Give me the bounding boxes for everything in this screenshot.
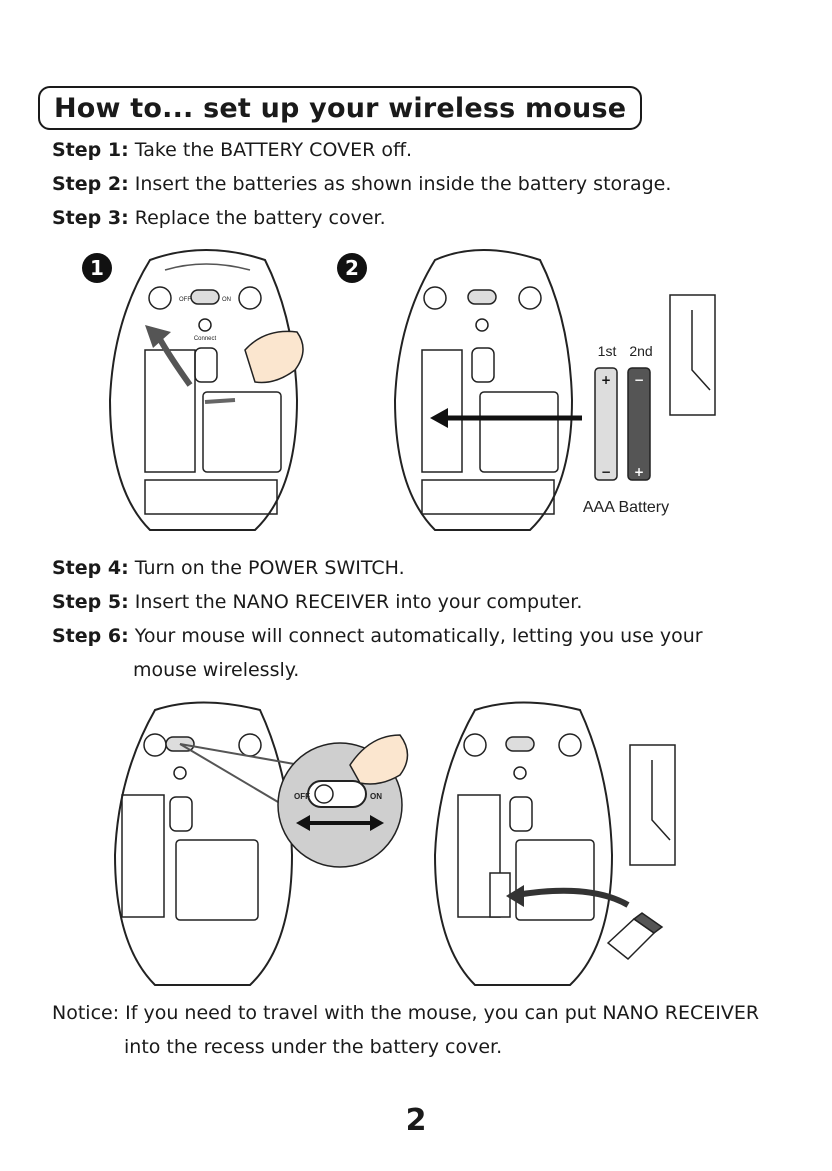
step-2: Step 2: Insert the batteries as shown in…	[52, 167, 671, 201]
steps-list-bottom: Step 4: Turn on the POWER SWITCH. Step 5…	[52, 551, 703, 687]
step-label: Step 2:	[52, 173, 129, 195]
mouse-foot	[148, 286, 172, 310]
page-number: 2	[405, 1103, 427, 1138]
mouse-foot	[518, 286, 542, 310]
connect-button	[475, 318, 489, 332]
sensor	[169, 796, 193, 832]
step-marker-1	[82, 253, 112, 283]
battery-cover	[121, 794, 165, 918]
mouse-body	[433, 701, 614, 986]
figure-nano-receiver	[433, 701, 676, 986]
notice-line-2: into the recess under the battery cover.	[124, 1036, 503, 1058]
battery-cover-tab	[651, 760, 671, 841]
slide-arrowhead-left-icon	[296, 815, 310, 831]
step-text: Insert the batteries as shown inside the…	[134, 173, 672, 195]
step-4: Step 4: Turn on the POWER SWITCH.	[52, 551, 703, 585]
connect-button	[173, 766, 187, 780]
finger-icon	[349, 734, 409, 785]
switch-off-label-zoomed: OFF	[294, 792, 310, 801]
step-text: Your mouse will connect automatically, l…	[134, 625, 703, 647]
mouse-body	[393, 249, 574, 531]
page-title: How to... set up your wireless mouse	[38, 86, 643, 130]
switch-knob	[314, 784, 334, 804]
mouse-body	[108, 249, 299, 531]
mouse-body	[113, 701, 294, 986]
battery-storage	[175, 839, 259, 921]
battery-storage	[515, 839, 595, 921]
step-label: Step 6:	[52, 625, 129, 647]
battery-cover-tab	[691, 310, 711, 391]
battery-slot	[457, 794, 501, 918]
connect-label: Connect	[194, 336, 217, 342]
battery-caption: AAA Battery	[583, 499, 669, 516]
battery-1-minus: −	[601, 465, 611, 479]
figure-insert-batteries: 2 + − − + 1st 2nd AAA Battery	[337, 249, 716, 531]
step-marker-1-text: 1	[90, 256, 104, 280]
insert-arrow-icon	[515, 887, 630, 908]
slide-arrowhead-right-icon	[370, 815, 384, 831]
battery-first-label: 1st	[598, 343, 617, 359]
power-switch	[505, 736, 535, 752]
step-text: Turn on the POWER SWITCH.	[134, 557, 405, 579]
power-switch	[467, 289, 497, 305]
mouse-foot	[463, 733, 487, 757]
page-title-text: How to... set up your wireless mouse	[54, 92, 627, 124]
switch-off-label: OFF	[179, 297, 191, 303]
battery-storage	[202, 391, 282, 473]
step-1: Step 1: Take the BATTERY COVER off.	[52, 133, 671, 167]
notice-line-1: Notice: If you need to travel with the m…	[52, 1002, 760, 1024]
switch-on-label-zoomed: ON	[370, 792, 382, 801]
battery-2-minus: −	[634, 373, 644, 387]
insert-arrowhead-icon	[430, 408, 448, 428]
mouse-foot	[558, 733, 582, 757]
step-label: Step 3:	[52, 207, 129, 229]
step-5: Step 5: Insert the NANO RECEIVER into yo…	[52, 585, 703, 619]
step-label: Step 1:	[52, 139, 129, 161]
step-text: Insert the NANO RECEIVER into your compu…	[134, 591, 583, 613]
step-marker-2-text: 2	[345, 256, 359, 280]
slide-arrow-icon	[204, 398, 236, 404]
lift-arrowhead-icon	[145, 325, 171, 348]
connect-button	[198, 318, 212, 332]
step-text: Take the BATTERY COVER off.	[134, 139, 413, 161]
notice: Notice: If you need to travel with the m…	[52, 996, 759, 1064]
battery-2	[627, 367, 651, 481]
battery-slot	[421, 349, 463, 473]
step-text-cont: mouse wirelessly.	[133, 659, 300, 681]
battery-1	[594, 367, 618, 481]
sensor	[509, 796, 533, 832]
battery-cover	[144, 349, 196, 473]
mouse-foot	[238, 286, 262, 310]
mouse-inner-line	[164, 263, 251, 271]
mouse-foot	[423, 286, 447, 310]
battery-1-plus: +	[601, 373, 611, 387]
connect-button	[513, 766, 527, 780]
sensor	[471, 347, 495, 383]
steps-list-top: Step 1: Take the BATTERY COVER off. Step…	[52, 133, 671, 235]
mouse-base-pad	[144, 479, 278, 515]
nano-receiver-top	[632, 912, 664, 934]
power-switch	[190, 289, 220, 305]
step-marker-2	[337, 253, 367, 283]
finger-icon	[244, 330, 304, 384]
figure-power-switch: OFF ON	[113, 701, 409, 986]
battery-storage	[479, 391, 559, 473]
receiver-recess	[489, 872, 511, 918]
step-3: Step 3: Replace the battery cover.	[52, 201, 671, 235]
step-label: Step 4:	[52, 557, 129, 579]
battery-second-label: 2nd	[629, 343, 652, 359]
zoom-line	[179, 743, 301, 766]
step-text: Replace the battery cover.	[134, 207, 386, 229]
step-label: Step 5:	[52, 591, 129, 613]
figure-remove-cover: 1 OFF ON Connect	[82, 249, 304, 531]
switch-on-label: ON	[222, 297, 231, 303]
mouse-base-pad	[421, 479, 555, 515]
step-6: Step 6: Your mouse will connect automati…	[52, 619, 703, 687]
battery-2-plus: +	[634, 465, 644, 479]
insert-arrowhead-icon	[506, 885, 524, 907]
